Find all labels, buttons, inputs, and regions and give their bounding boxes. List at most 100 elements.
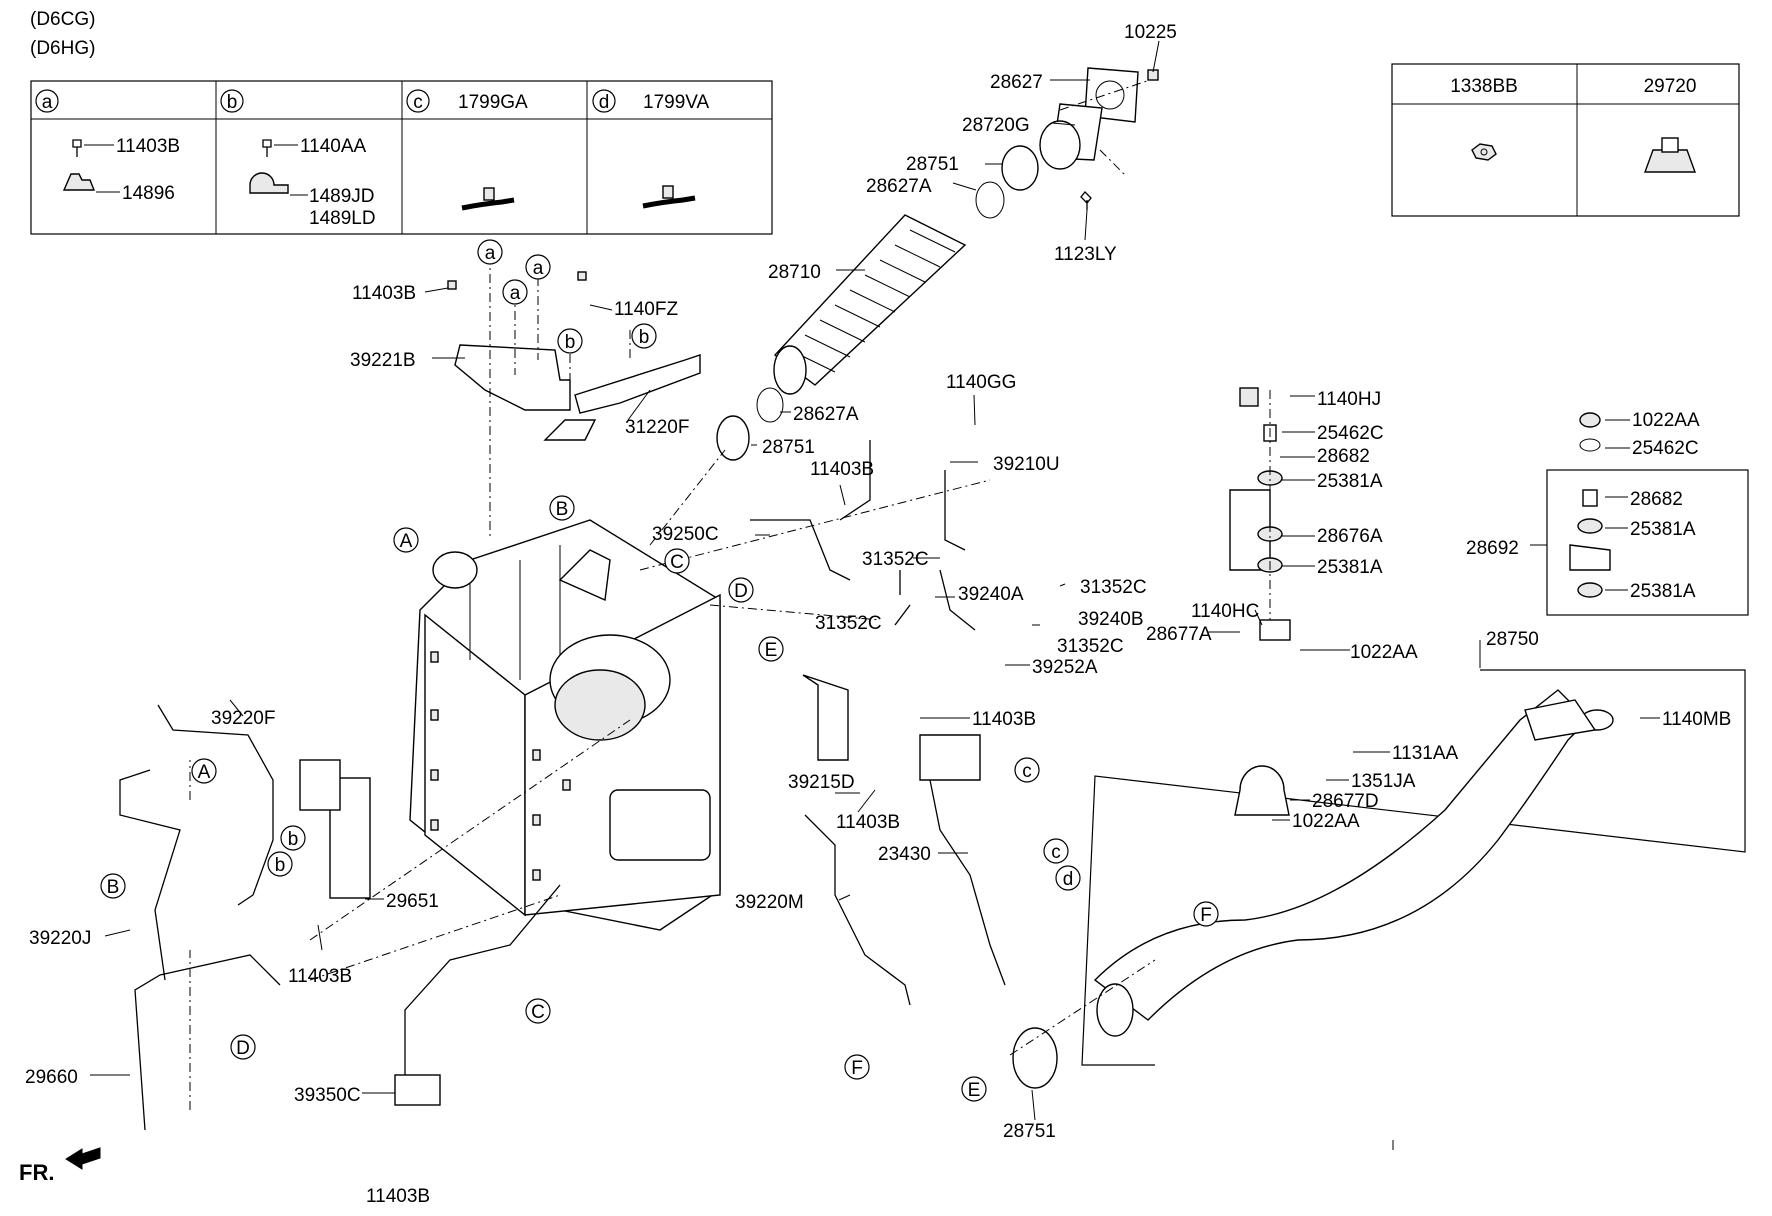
cable-tie-icon — [461, 197, 515, 211]
callout-E: E — [758, 636, 784, 662]
callout-markers: a a a b b b b c c d A A B B C C D D E E … — [100, 239, 1219, 1102]
tailpipe-assembly — [1009, 669, 1746, 1089]
part-label: 28751 — [906, 154, 959, 175]
legend-code-1799VA: 1799VA — [643, 92, 710, 113]
side-table-29720: 29720 — [1644, 76, 1697, 97]
callout-A: A — [191, 758, 217, 784]
part-label: 28677D — [1312, 791, 1379, 812]
callout-F: F — [844, 1054, 870, 1080]
callout-B: B — [100, 873, 126, 899]
part-label: 1022AA — [1632, 410, 1700, 431]
cable-tie-icon — [642, 195, 696, 209]
legend-key-b: b — [227, 92, 238, 113]
part-label: 28692 — [1466, 538, 1519, 559]
flex-pipe-assembly — [649, 67, 1159, 546]
part-label: 11403B — [352, 283, 416, 304]
callout-b: b — [267, 851, 293, 877]
side-table-1338BB: 1338BB — [1450, 76, 1518, 97]
part-label: 39250C — [652, 524, 719, 545]
part-label: 23430 — [878, 844, 931, 865]
side-table: 1338BB 29720 — [1391, 63, 1740, 217]
part-label: 28720G — [962, 115, 1030, 136]
callout-C: C — [664, 548, 690, 574]
svg-text:C: C — [531, 1002, 545, 1023]
part-label: 25381A — [1317, 471, 1383, 492]
part-label: 39210U — [993, 454, 1060, 475]
svg-text:b: b — [275, 855, 286, 876]
part-label: 29660 — [25, 1067, 78, 1088]
front-arrow-icon — [65, 1147, 101, 1170]
svg-text:a: a — [485, 243, 496, 264]
bracket-assembly — [447, 255, 701, 540]
callout-C: C — [525, 998, 551, 1024]
part-label: 1123LY — [1054, 244, 1117, 265]
callout-b: b — [280, 825, 306, 851]
part-label: 11403B — [836, 812, 900, 833]
part-label: 39220M — [735, 892, 804, 913]
part-label: 39215D — [788, 772, 855, 793]
clip-icon — [62, 173, 96, 191]
part-label: 1022AA — [1350, 642, 1418, 663]
svg-text:b: b — [565, 332, 576, 353]
svg-text:A: A — [198, 762, 211, 783]
svg-text:c: c — [1022, 761, 1032, 782]
part-label: 1140HC — [1191, 601, 1259, 622]
callout-B: B — [549, 495, 575, 521]
part-label: 28676A — [1317, 526, 1383, 547]
variant-label-2: (D6HG) — [30, 38, 95, 59]
part-label: 31352C — [862, 549, 929, 570]
part-label: 28751 — [1003, 1121, 1056, 1142]
part-label: 39240B — [1078, 609, 1144, 630]
legend-part-14896: 14896 — [122, 183, 175, 204]
part-label: 28751 — [762, 437, 815, 458]
legend-cell-a: a 11403B 14896 — [35, 89, 180, 204]
svg-text:B: B — [107, 877, 120, 898]
part-label: 28627A — [793, 404, 859, 425]
sensor-lines — [119, 440, 1006, 1131]
svg-text:a: a — [533, 258, 544, 279]
part-label: 11403B — [366, 1186, 430, 1207]
part-label: 28682 — [1317, 446, 1370, 467]
legend-code-1799GA: 1799GA — [458, 92, 528, 113]
part-label: 28627A — [866, 176, 932, 197]
part-label: 39252A — [1032, 657, 1098, 678]
legend-table: a 11403B 14896 b 1140AA 1489JD 1489LD c … — [30, 80, 773, 235]
callout-c: c — [1014, 757, 1040, 783]
svg-text:F: F — [1200, 905, 1212, 926]
svg-text:E: E — [968, 1080, 981, 1101]
callout-b: b — [631, 323, 657, 349]
part-labels: 10225 28627 28720G 28751 28627A 1123LY 2… — [25, 22, 1731, 1207]
part-label: 11403B — [972, 709, 1036, 730]
part-label: 25381A — [1630, 519, 1696, 540]
part-label: 25381A — [1317, 557, 1383, 578]
part-label: 28750 — [1486, 629, 1539, 650]
part-label: 39240A — [958, 584, 1024, 605]
part-label: 11403B — [810, 459, 874, 480]
part-label: 1140FZ — [614, 299, 678, 320]
legend-part-1140AA: 1140AA — [300, 136, 367, 157]
legend-key-a: a — [42, 92, 53, 113]
part-label: 39220F — [211, 708, 275, 729]
part-label: 31352C — [1080, 577, 1147, 598]
svg-text:D: D — [734, 581, 748, 602]
callout-A: A — [393, 527, 419, 553]
legend-cell-c: c 1799GA — [406, 89, 528, 211]
callout-d: d — [1055, 865, 1081, 891]
legend-key-c: c — [413, 92, 423, 113]
aftertreatment-unit — [409, 519, 721, 931]
callout-D: D — [728, 577, 754, 603]
svg-text:a: a — [510, 283, 521, 304]
front-label: FR. — [19, 1160, 54, 1185]
part-label: 1131AA — [1392, 743, 1459, 764]
callout-E: E — [961, 1076, 987, 1102]
part-label: 25381A — [1630, 581, 1696, 602]
legend-cell-d: d 1799VA — [592, 89, 710, 209]
callout-F: F — [1193, 901, 1219, 927]
part-label: 31220F — [625, 417, 689, 438]
part-label: 29651 — [386, 891, 439, 912]
part-label: 31352C — [1057, 636, 1124, 657]
svg-text:E: E — [765, 640, 778, 661]
part-label: 10225 — [1124, 22, 1177, 43]
part-label: 39221B — [350, 350, 416, 371]
